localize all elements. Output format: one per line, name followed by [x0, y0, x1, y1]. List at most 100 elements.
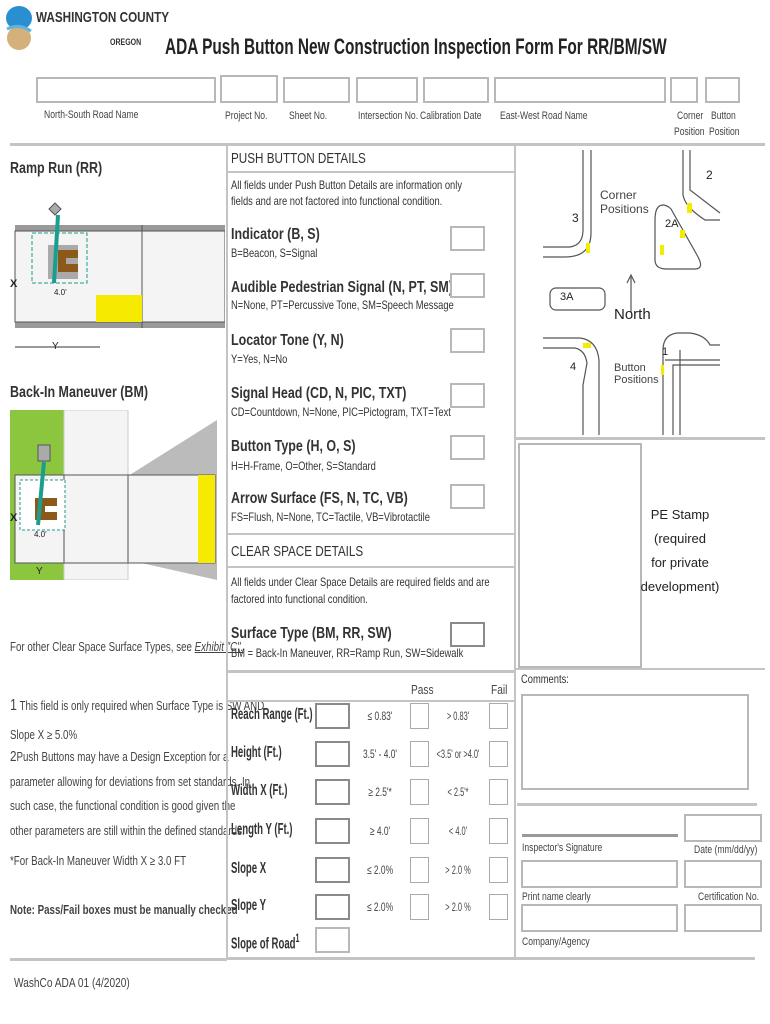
fail-header: Fail — [491, 682, 508, 697]
criteria-value-input[interactable] — [315, 818, 350, 844]
print-name-input[interactable] — [521, 860, 678, 888]
pass-checkbox[interactable] — [410, 818, 429, 844]
locator-tone-label: Locator Tone (Y, N) — [231, 332, 344, 349]
company-label: Company/Agency — [522, 936, 590, 948]
intersection-svg — [543, 150, 721, 435]
company-aux-input[interactable] — [684, 904, 762, 932]
pass-criterion: ≤ 0.83' — [367, 709, 393, 723]
audible-signal-label: Audible Pedestrian Signal (N, PT, SM) — [231, 279, 453, 296]
surface-type-hint: BM = Back-In Maneuver, RR=Ramp Run, SW=S… — [231, 646, 464, 660]
criteria-value-input[interactable] — [315, 703, 350, 729]
back-in-heading: Back-In Maneuver (BM) — [10, 384, 148, 401]
push-button-info-1: All fields under Push Button Details are… — [231, 178, 463, 192]
criteria-value-input[interactable] — [315, 857, 350, 883]
fail-checkbox[interactable] — [489, 703, 508, 729]
locator-tone-input[interactable] — [450, 328, 485, 353]
signature-line[interactable] — [522, 834, 678, 837]
pe-stamp-box[interactable] — [518, 443, 642, 668]
arrow-surface-input[interactable] — [450, 484, 485, 509]
logo-icon — [6, 6, 32, 50]
certification-input[interactable] — [684, 860, 762, 888]
company-input[interactable] — [521, 904, 678, 932]
fail-checkbox[interactable] — [489, 894, 508, 920]
criteria-value-input[interactable] — [315, 894, 350, 920]
intersection-no-input[interactable] — [356, 77, 418, 103]
footnote-2c: such case, the functional condition is g… — [10, 799, 236, 813]
fail-criterion: > 0.83' — [446, 709, 470, 723]
left-bottom-divider — [10, 958, 227, 961]
criteria-value-input[interactable] — [315, 779, 350, 805]
fail-criterion: > 2.0 % — [445, 863, 471, 877]
signal-head-input[interactable] — [450, 383, 485, 408]
signature-label: Inspector's Signature — [522, 842, 603, 854]
fail-checkbox[interactable] — [489, 741, 508, 767]
pass-checkbox[interactable] — [410, 857, 429, 883]
page-title: ADA Push Button New Construction Inspect… — [165, 34, 667, 59]
arrow-surface-hint: FS=Flush, N=None, TC=Tactile, VB=Vibrota… — [231, 510, 430, 524]
surface-type-input[interactable] — [450, 622, 485, 647]
ew-road-label: East-West Road Name — [500, 110, 588, 122]
project-no-input[interactable] — [220, 75, 278, 103]
pass-checkbox[interactable] — [410, 894, 429, 920]
pass-checkbox[interactable] — [410, 741, 429, 767]
sheet-no-input[interactable] — [283, 77, 350, 103]
star-note: *For Back-In Maneuver Width X ≥ 3.0 FT — [10, 854, 187, 868]
button-positions-line1: Button — [614, 362, 646, 374]
divider — [515, 437, 765, 440]
certification-label: Certification No. — [698, 891, 760, 903]
button-position-input[interactable] — [705, 77, 740, 103]
corner-position-input[interactable] — [670, 77, 698, 103]
divider — [226, 700, 516, 702]
comments-textarea[interactable] — [521, 694, 749, 790]
fn2-mark: 2 — [10, 748, 17, 765]
fail-criterion: <3.5' or >4.0' — [436, 747, 480, 761]
pe-stamp-note: PE Stamp (required for private developme… — [640, 503, 720, 599]
signal-head-hint: CD=Countdown, N=None, PIC=Pictogram, TXT… — [231, 405, 451, 419]
footnote-2d: other parameters are still within the de… — [10, 824, 245, 838]
pass-fail-note: Note: Pass/Fail boxes must be manually c… — [10, 903, 238, 917]
pass-criterion: ≥ 4.0' — [369, 824, 391, 838]
push-button-heading: PUSH BUTTON DETAILS — [231, 150, 366, 167]
pass-header: Pass — [411, 682, 434, 697]
exhibit-c-link[interactable]: Exhibit "C". — [194, 640, 244, 654]
indicator-input[interactable] — [450, 226, 485, 251]
button-type-input[interactable] — [450, 435, 485, 460]
y-dimension-label: Y — [52, 341, 59, 352]
date-label: Date (mm/dd/yy) — [694, 844, 758, 856]
divider — [226, 171, 516, 173]
north-label: North — [614, 306, 651, 323]
ns-road-label: North-South Road Name — [44, 109, 139, 121]
indicator-label: Indicator (B, S) — [231, 226, 320, 243]
corner-3a-label: 3A — [560, 291, 574, 303]
corner-label: Corner — [677, 110, 704, 122]
bm-x-label: X — [10, 512, 18, 524]
clear-space-info-1: All fields under Clear Space Details are… — [231, 575, 490, 589]
criteria-label: Slope Y — [231, 897, 267, 914]
x-dimension-label: X — [10, 278, 18, 290]
divider — [226, 533, 516, 535]
pass-checkbox[interactable] — [410, 779, 429, 805]
criteria-value-input[interactable] — [315, 741, 350, 767]
comments-label: Comments: — [521, 672, 569, 686]
east-west-road-input[interactable] — [494, 77, 666, 103]
criteria-label: Width X (Ft.) — [231, 782, 288, 799]
fn2-text: Push Buttons may have a Design Exception… — [16, 750, 229, 764]
fail-checkbox[interactable] — [489, 857, 508, 883]
north-south-road-input[interactable] — [36, 77, 216, 103]
corner-2a-label: 2A — [665, 218, 679, 230]
calibration-date-input[interactable] — [423, 77, 489, 103]
slope-of-road-input[interactable] — [315, 927, 350, 953]
pass-checkbox[interactable] — [410, 703, 429, 729]
fail-checkbox[interactable] — [489, 818, 508, 844]
fail-checkbox[interactable] — [489, 779, 508, 805]
corner-1-label: 1 — [662, 346, 669, 358]
locator-tone-hint: Y=Yes, N=No — [231, 352, 288, 366]
exhibit-note-text: For other Clear Space Surface Types, see — [10, 640, 192, 654]
footnote-2b: parameter allowing for deviations from s… — [10, 775, 251, 789]
corner-positions-line2: Positions — [600, 202, 649, 216]
footnote-1: 1 This field is only required when Surfa… — [10, 697, 264, 715]
signal-head-label: Signal Head (CD, N, PIC, TXT) — [231, 385, 407, 402]
exhibit-note: For other Clear Space Surface Types, see… — [10, 640, 243, 654]
date-input[interactable] — [684, 814, 762, 842]
audible-signal-input[interactable] — [450, 273, 485, 298]
